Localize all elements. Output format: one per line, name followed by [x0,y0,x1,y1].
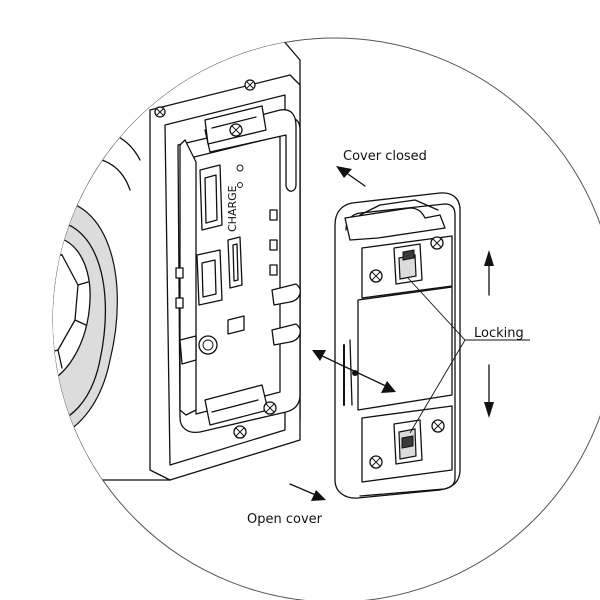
jack-hole [198,335,218,355]
open-cover-label: Open cover [247,512,323,527]
cover-closed-label: Cover closed [343,149,427,164]
port-top [199,164,223,231]
charge-label: CHARGE [226,185,239,232]
cover-part [334,192,461,499]
port-middle [196,249,223,306]
locking-leaders [407,277,530,434]
arrows [289,166,494,501]
locking-label: Locking [474,326,524,341]
cover-bracket: CHARGE [175,105,301,439]
